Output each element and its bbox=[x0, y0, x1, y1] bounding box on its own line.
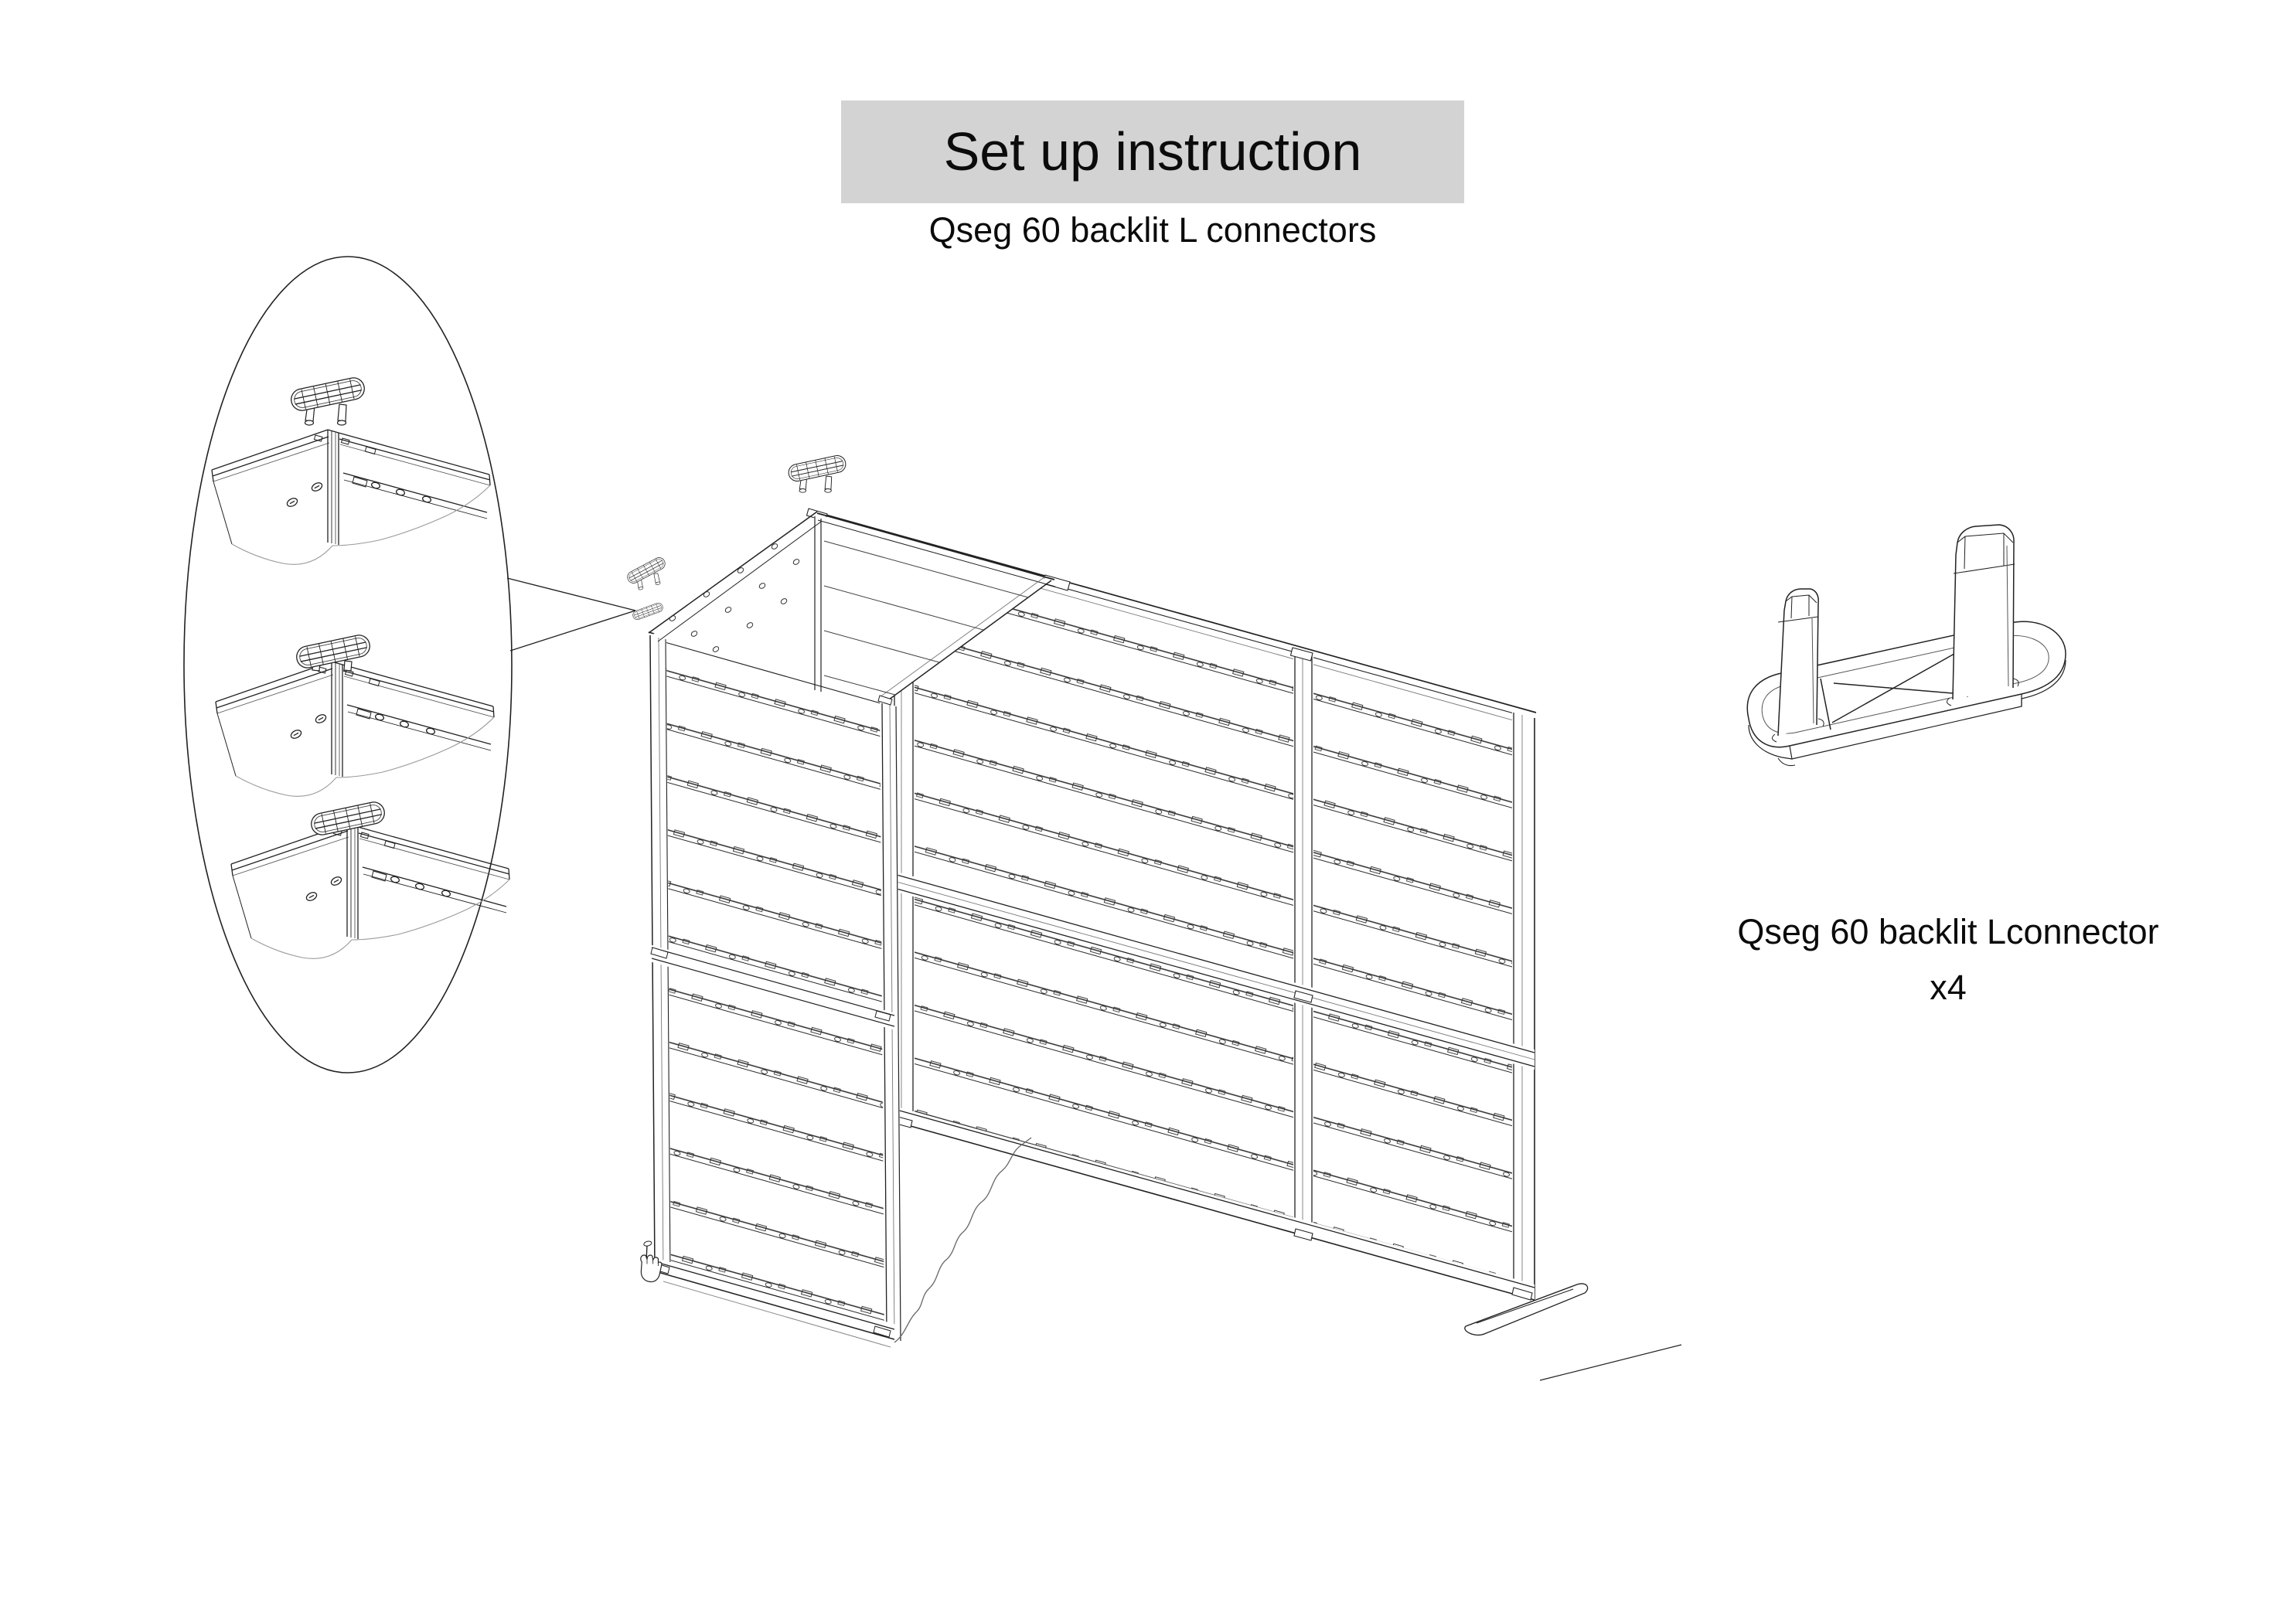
floating-connector-left bbox=[623, 555, 671, 593]
tower-top-opening bbox=[648, 511, 1056, 706]
wall-foot bbox=[1464, 1283, 1682, 1381]
title-box: Set up instruction bbox=[841, 100, 1464, 203]
part-label: Qseg 60 backlit Lconnector bbox=[1737, 912, 2159, 951]
hand-cursor-icon bbox=[640, 1240, 663, 1283]
seated-corner-connector bbox=[631, 601, 665, 621]
tower-panel bbox=[646, 629, 901, 1349]
floating-connector-top bbox=[787, 454, 847, 493]
l-connector-illustration bbox=[1746, 524, 2066, 767]
floor-line bbox=[894, 1137, 1032, 1343]
callout-pointer bbox=[506, 577, 636, 652]
page-subtitle: Qseg 60 backlit L connectors bbox=[928, 210, 1377, 250]
page-title: Set up instruction bbox=[943, 121, 1362, 182]
l-wall-structure bbox=[623, 454, 1682, 1381]
part-quantity: x4 bbox=[1930, 968, 1967, 1007]
